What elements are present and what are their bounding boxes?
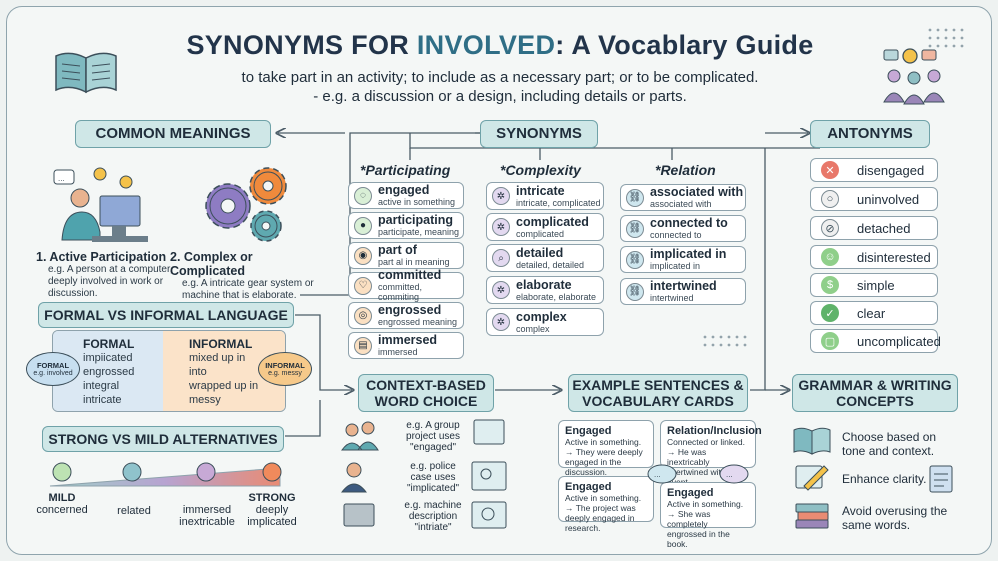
formal-informal-panel: FORMAL impiicated engrossed integral int… bbox=[52, 330, 286, 412]
link-icon: ⛓ bbox=[626, 282, 644, 301]
context-illustrations bbox=[340, 419, 507, 529]
open-book-icon bbox=[55, 52, 117, 94]
informal-speech-bubble: INFORMAL e.g. messy bbox=[258, 352, 312, 386]
grammar-tip-avoid-overuse: Avoid overusing the same words. bbox=[842, 504, 948, 532]
common-meanings-heading: COMMON MEANINGS bbox=[75, 120, 271, 148]
people-idea-icon bbox=[883, 48, 945, 105]
mild-end: MILD concerned bbox=[36, 492, 88, 516]
antonym-disengaged[interactable]: ✕disengaged bbox=[810, 158, 938, 182]
strength-gradient-bar bbox=[49, 462, 282, 487]
chat-icon: ◌ bbox=[354, 186, 372, 205]
speech-bubbles-icon: ... ... bbox=[647, 464, 749, 484]
svg-text:...: ... bbox=[726, 470, 733, 479]
antonym-clear[interactable]: ✓clear bbox=[810, 301, 938, 325]
gear-icon: ✲ bbox=[492, 313, 510, 331]
meaning-active-participation: 1. Active Participation e.g. A person at… bbox=[36, 250, 173, 299]
heart-icon: ♡ bbox=[354, 276, 372, 295]
meaning-complex: 2. Complex or Complicated e.g. A intrica… bbox=[170, 250, 314, 301]
blank-icon: ○ bbox=[821, 190, 839, 208]
gears-icon bbox=[205, 167, 287, 242]
svg-text:...: ... bbox=[654, 470, 661, 479]
people-icon: ● bbox=[354, 216, 372, 235]
col-complexity-heading: *Complexity bbox=[500, 162, 581, 178]
page-title: SYNONYMS FOR INVOLVED: A Vocablary Guide bbox=[186, 30, 814, 60]
formal-speech-bubble: FORMAL e.g. involved bbox=[26, 352, 80, 386]
strong-end: STRONG deeply implicated bbox=[247, 492, 297, 528]
col-participating-heading: *Participating bbox=[360, 162, 451, 178]
gear-icon: ✲ bbox=[492, 281, 510, 299]
broken-link-icon: ⊘ bbox=[821, 219, 839, 237]
gear-icon: ✲ bbox=[492, 218, 510, 236]
mid-immersed: immersed inextricable bbox=[179, 504, 235, 528]
strong-mild-heading: STRONG VS MILD ALTERNATIVES bbox=[42, 426, 284, 452]
page-subtitle: to take part in an activity; to include … bbox=[241, 69, 759, 105]
notepad-icon bbox=[929, 465, 953, 493]
link-icon: ⛓ bbox=[626, 188, 644, 207]
link-icon: ⛓ bbox=[626, 250, 644, 269]
antonym-detached[interactable]: ⊘detached bbox=[810, 216, 938, 240]
svg-text:...: ... bbox=[58, 174, 65, 183]
mid-related: related bbox=[117, 505, 151, 517]
gear-icon: ✲ bbox=[492, 187, 510, 205]
book-stack-icon bbox=[795, 503, 829, 529]
frame-icon: ▢ bbox=[821, 332, 839, 350]
antonym-uncomplicated[interactable]: ▢uncomplicated bbox=[810, 329, 941, 353]
book-icon: ▤ bbox=[354, 336, 372, 355]
neutral-face-icon: ☺ bbox=[821, 248, 839, 266]
check-icon: ✓ bbox=[821, 304, 839, 322]
antonym-disinterested[interactable]: ☺disinterested bbox=[810, 245, 938, 269]
x-icon: ✕ bbox=[821, 161, 839, 179]
antonym-uninvolved[interactable]: ○uninvolved bbox=[810, 187, 938, 211]
formal-informal-heading: FORMAL VS INFORMAL LANGUAGE bbox=[38, 302, 294, 328]
focus-icon: ◎ bbox=[354, 306, 372, 325]
grammar-tip-tone: Choose based on tone and context. bbox=[842, 430, 937, 458]
synonyms-heading: SYNONYMS bbox=[480, 120, 598, 148]
person-computer-icon: ... bbox=[53, 167, 148, 242]
open-book-icon bbox=[793, 427, 831, 455]
lightbulb-icon: ◉ bbox=[354, 246, 372, 265]
dollar-icon: $ bbox=[821, 276, 839, 294]
grammar-tip-clarity: Enhance clarity. bbox=[842, 472, 927, 486]
antonyms-heading: ANTONYMS bbox=[810, 120, 930, 148]
antonym-simple[interactable]: $simple bbox=[810, 273, 938, 297]
col-relation-heading: *Relation bbox=[655, 162, 716, 178]
magnifier-icon: ⌕ bbox=[492, 249, 510, 267]
writing-pen-icon bbox=[795, 465, 829, 491]
examples-heading: EXAMPLE SENTENCES &VOCABULARY CARDS bbox=[568, 374, 748, 412]
link-icon: ⛓ bbox=[626, 219, 644, 238]
